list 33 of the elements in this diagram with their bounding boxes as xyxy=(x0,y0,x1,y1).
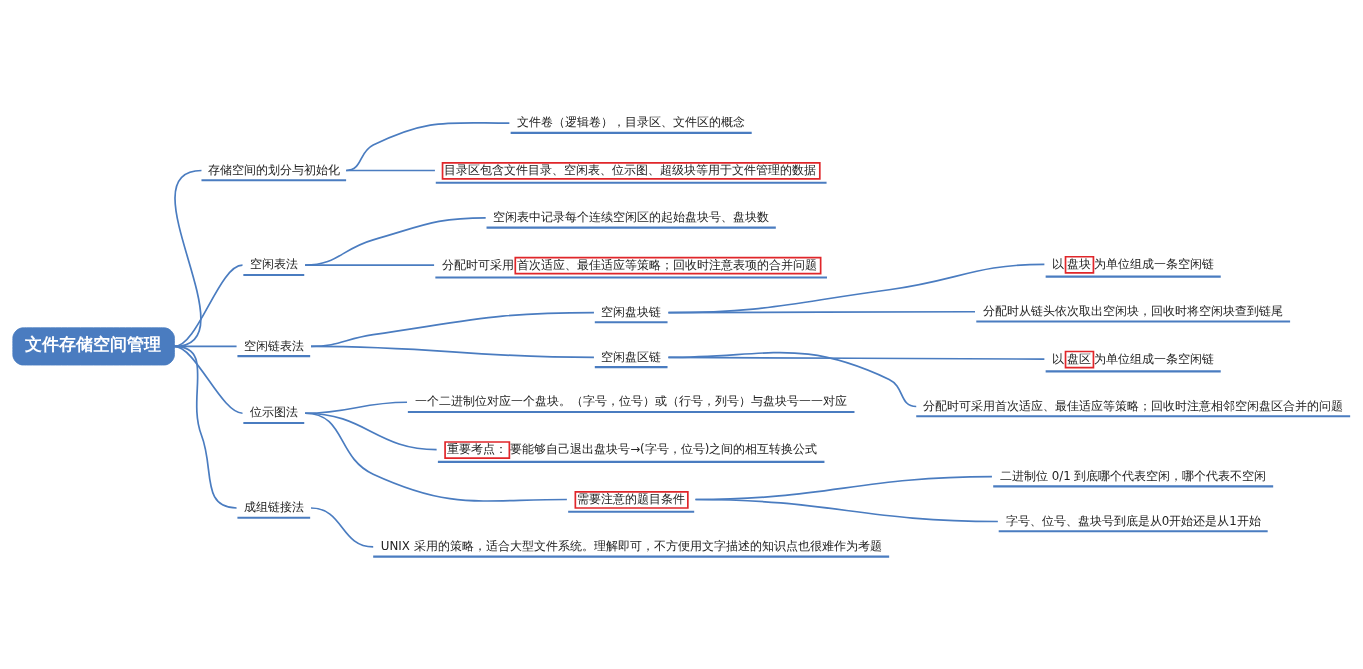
node-text: 空闲表法 xyxy=(249,256,298,271)
node-text: 一个二进制位对应一个盘块。（字号，位号）或（行号，列号）与盘块号一一对应 xyxy=(415,393,848,408)
connector xyxy=(667,310,976,313)
node-text: 文件卷（逻辑卷），目录区、文件区的概念 xyxy=(517,114,746,129)
connector xyxy=(173,345,238,509)
node-text: 二进制位 0/1 到底哪个代表空闲，哪个代表不空闲 xyxy=(999,468,1267,483)
node-text: 空闲盘区链 xyxy=(601,349,662,364)
connector xyxy=(310,345,595,358)
connector xyxy=(694,498,999,522)
node-text: 字号、位号、盘块号到底是从0开始还是从1开始 xyxy=(1005,513,1261,528)
connector xyxy=(304,263,435,266)
connector xyxy=(304,411,438,450)
connector xyxy=(310,311,595,347)
connector xyxy=(310,506,375,548)
node-text: 成组链接法 xyxy=(243,499,304,514)
node-text: 位示图法 xyxy=(249,404,298,419)
node-text: UNIX 采用的策略，适合大型文件系统。理解即可，不方便用文字描述的知识点也很难作为考题 xyxy=(380,538,882,553)
connector xyxy=(173,263,244,347)
node-text: 分配时可采用首次适应、最佳适应等策略；回收时注意相邻空闲盘区合并的问题 xyxy=(923,398,1344,413)
node-text: 空闲盘块链 xyxy=(601,304,662,319)
connector xyxy=(345,121,511,171)
node-text: 存储空间的划分与初始化 xyxy=(207,162,340,177)
connector xyxy=(304,411,568,502)
connector xyxy=(173,345,244,414)
connector xyxy=(304,216,487,266)
node-text: 空闲链表法 xyxy=(243,338,304,353)
connector xyxy=(667,263,1046,313)
node-text: 分配时从链头依次取出空闲块，回收时将空闲块查到链尾 xyxy=(983,303,1284,318)
connector xyxy=(173,169,203,347)
node-box: 文件存储空间管理 xyxy=(12,326,175,365)
connector xyxy=(667,351,918,407)
node-text: 空闲表中记录每个连续空闲区的起始盘块号、盘块数 xyxy=(493,209,770,224)
connector xyxy=(345,169,436,171)
